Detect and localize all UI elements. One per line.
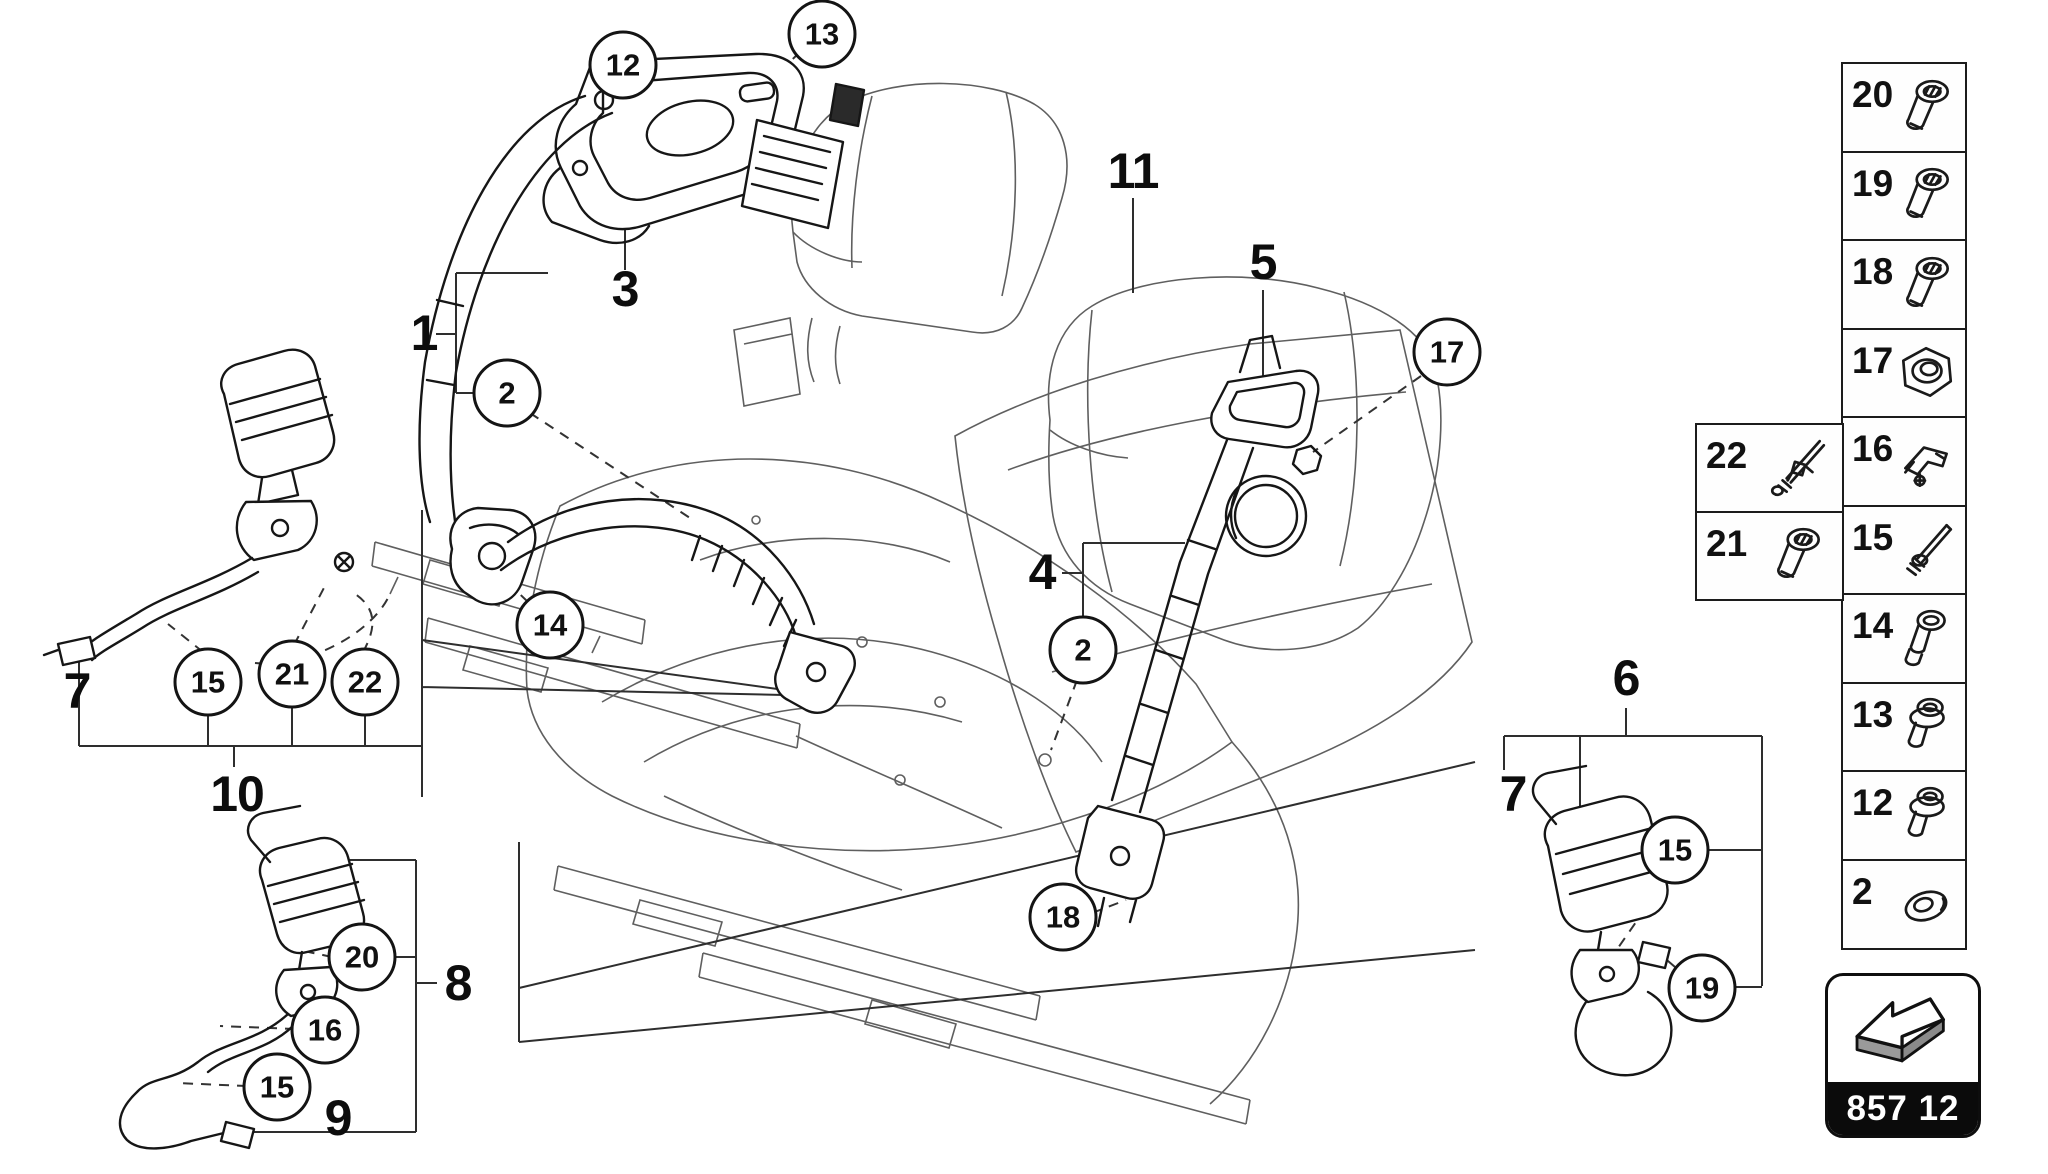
legend-number: 18 <box>1852 251 1894 293</box>
part-label-6[interactable]: 6 <box>1612 650 1641 706</box>
balloon-13[interactable]: 13 <box>787 0 857 69</box>
balloon-14-label: 14 <box>532 607 568 642</box>
balloon-21-label: 21 <box>274 656 310 691</box>
socket-head-bolt-icon <box>1906 256 1949 307</box>
shoulder-bolt-icon <box>1904 609 1946 666</box>
flange-bolt-icon <box>1907 786 1945 837</box>
balloon-17[interactable]: 17 <box>1412 317 1482 387</box>
balloon-20-label: 20 <box>344 939 380 974</box>
balloon-13-label: 13 <box>804 16 840 51</box>
section-badge[interactable]: 857 12 <box>1825 973 1981 1138</box>
balloon-2-left-label: 2 <box>498 375 516 410</box>
part-label-3[interactable]: 3 <box>611 261 640 317</box>
legend-number: 14 <box>1852 605 1894 647</box>
legend-number: 21 <box>1706 522 1748 564</box>
legend-number: 22 <box>1706 435 1748 476</box>
hex-nut-icon <box>1901 347 1953 398</box>
legend-number: 20 <box>1852 74 1894 115</box>
balloon-15-bottom-label: 15 <box>259 1069 295 1104</box>
legend-number: 2 <box>1852 870 1873 912</box>
part-label-7-left[interactable]: 7 <box>63 663 92 719</box>
legend-cell-20[interactable]: 20 <box>1841 62 1967 154</box>
legend-cell-22[interactable]: 22 <box>1695 423 1844 514</box>
legend-number: 15 <box>1852 516 1894 558</box>
balloon-18[interactable]: 18 <box>1028 882 1098 952</box>
part-label-4[interactable]: 4 <box>1028 544 1057 600</box>
legend-cell-2[interactable]: 2 <box>1841 858 1967 950</box>
legend-cell-15[interactable]: 15 <box>1841 504 1967 596</box>
balloon-15-right-label: 15 <box>1657 832 1693 867</box>
washer-icon <box>1900 886 1952 927</box>
balloon-15-left[interactable]: 15 <box>173 647 243 717</box>
part-label-5[interactable]: 5 <box>1249 234 1278 290</box>
part-label-11[interactable]: 11 <box>1107 143 1160 199</box>
balloon-20[interactable]: 20 <box>327 922 397 992</box>
balloon-19[interactable]: 19 <box>1667 953 1737 1023</box>
balloon-15-right[interactable]: 15 <box>1640 815 1710 885</box>
balloon-22-label: 22 <box>347 664 383 699</box>
part-label-7-right[interactable]: 7 <box>1499 766 1528 822</box>
legend-number: 12 <box>1852 782 1894 824</box>
balloon-16-label: 16 <box>307 1012 343 1047</box>
part-label-8[interactable]: 8 <box>444 955 473 1011</box>
part-label-1[interactable]: 1 <box>410 305 439 361</box>
balloon-18-label: 18 <box>1045 899 1081 934</box>
balloon-2-left[interactable]: 2 <box>472 358 542 428</box>
legend-number: 13 <box>1852 693 1894 735</box>
socket-head-bolt-icon <box>1906 79 1949 130</box>
balloon-22[interactable]: 22 <box>330 647 400 717</box>
legend-number: 16 <box>1852 428 1894 470</box>
balloon-17-label: 17 <box>1429 334 1465 369</box>
socket-head-bolt-icon <box>1906 167 1949 219</box>
legend-cell-21[interactable]: 21 <box>1695 510 1844 601</box>
balloon-14[interactable]: 14 <box>515 590 585 660</box>
screw-with-clip-icon <box>1770 439 1826 497</box>
legend-table-main: 20 19 18 17 16 15 14 13 <box>1841 62 1967 950</box>
legend-cell-18[interactable]: 18 <box>1841 239 1967 331</box>
balloon-2-right[interactable]: 2 <box>1048 615 1118 685</box>
legend-cell-12[interactable]: 12 <box>1841 770 1967 862</box>
legend-cell-13[interactable]: 13 <box>1841 681 1967 773</box>
balloon-21[interactable]: 21 <box>257 639 327 709</box>
legend-cell-16[interactable]: 16 <box>1841 416 1967 508</box>
dashed-leader-lines <box>167 51 1676 1087</box>
belt-parts-drawing <box>42 52 1673 1150</box>
part-label-10[interactable]: 10 <box>210 766 265 822</box>
balloon-16[interactable]: 16 <box>290 995 360 1065</box>
legend-number: 17 <box>1852 339 1894 381</box>
legend-cell-14[interactable]: 14 <box>1841 593 1967 685</box>
socket-head-bolt-icon <box>1777 527 1820 578</box>
legend-cell-17[interactable]: 17 <box>1841 327 1967 419</box>
balloon-15-left-label: 15 <box>190 664 226 699</box>
flange-bolt-icon <box>1907 698 1945 749</box>
balloon-19-label: 19 <box>1684 970 1720 1005</box>
badge-code-text: 857 12 <box>1828 1082 1978 1135</box>
long-screw-icon <box>1906 524 1953 577</box>
balloon-12-label: 12 <box>605 47 641 82</box>
balloon-2-right-label: 2 <box>1074 632 1092 667</box>
legend-cell-19[interactable]: 19 <box>1841 150 1967 242</box>
leader-lines <box>78 196 1763 1133</box>
clip-bracket-icon <box>1904 445 1948 487</box>
legend-number: 19 <box>1852 162 1894 204</box>
badge-arrow-area <box>1828 976 1978 1082</box>
direction-arrow-icon <box>1855 997 1945 1063</box>
balloon-12[interactable]: 12 <box>588 30 658 100</box>
part-label-9[interactable]: 9 <box>324 1090 353 1146</box>
legend-table-side: 22 21 <box>1695 423 1844 601</box>
balloon-15-bottom[interactable]: 15 <box>242 1052 312 1122</box>
